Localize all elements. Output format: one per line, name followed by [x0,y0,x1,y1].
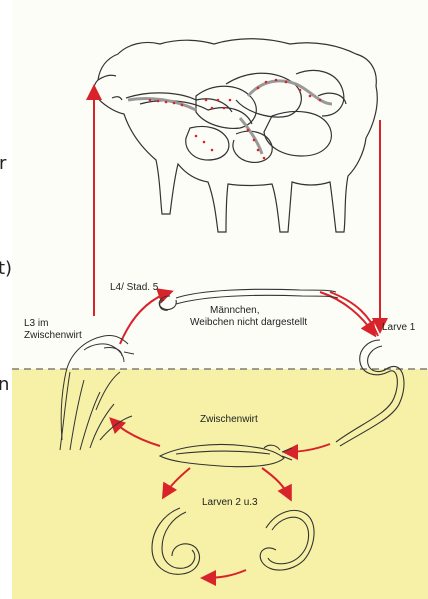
label-intermediate-host: Zwischenwirt [200,414,258,425]
snail-on-plant-icon [60,335,134,450]
label-l3-line1: L3 im [24,318,48,329]
larvae-2-3-icon [152,508,314,574]
label-adults-line1: Männchen, [210,305,259,316]
sheep-icon [94,39,377,232]
label-larvae-2-3: Larven 2 u.3 [202,497,258,508]
label-l3-line2: Zwischenwirt [24,330,82,341]
slug-icon [160,444,292,466]
larva-1-icon [336,340,404,446]
label-larva-1: Larve 1 [382,322,415,333]
label-adults-line2: Weibchen nicht dargestellt [190,317,307,328]
label-l4-stage5: L4/ Stad. 5 [110,282,158,293]
migration-route-dots [149,79,322,160]
